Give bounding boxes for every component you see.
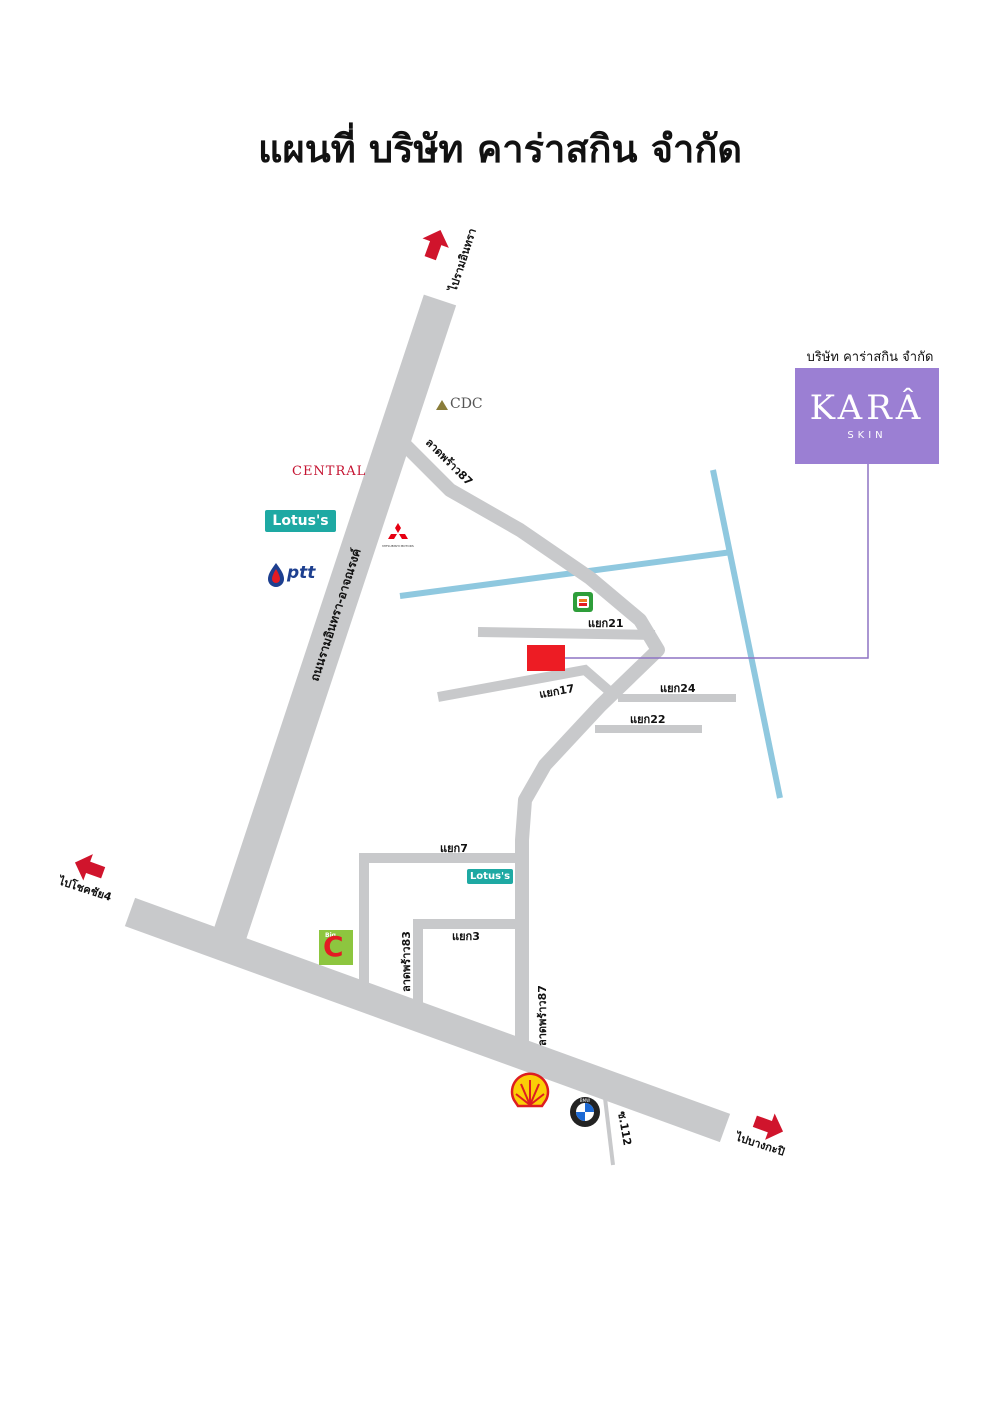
road-label-yaek7: แยก7 (440, 842, 468, 855)
cdc-logo: CDC (450, 396, 483, 412)
main-road-ladprao (124, 897, 731, 1143)
company-label: บริษัท คาร่าสกิน จำกัด (806, 350, 934, 365)
arrow-icon (74, 854, 106, 881)
mitsubishi-icon (388, 523, 408, 539)
canal-vertical (710, 469, 783, 799)
map-title: แผนที่ บริษัท คาร่าสกิน จำกัด (257, 127, 743, 171)
road-soi-112 (603, 1097, 615, 1166)
lotus-left-label: Lotus's (272, 513, 329, 529)
arrow-icon (752, 1113, 784, 1140)
target-marker-icon (527, 645, 565, 671)
road-label-yaek3: แยก3 (452, 930, 480, 943)
road-yaek7 (359, 853, 522, 990)
kara-logo-main: KARÂ (809, 388, 925, 428)
shell-icon (510, 1072, 550, 1108)
ptt-icon (268, 563, 284, 587)
lotus-mid-label: Lotus's (469, 871, 511, 882)
road-label-yaek21: แยก21 (588, 617, 624, 630)
road-label-yaek24: แยก24 (660, 682, 696, 695)
lotus-logo-left: Lotus's (265, 510, 336, 532)
direction-label-ramintra: ไปรามอินทรา (445, 226, 479, 294)
ptt-label: ptt (287, 563, 316, 583)
main-road-ramintra (211, 294, 457, 946)
seven-eleven-icon (573, 592, 593, 612)
road-label-yaek17: แยก17 (538, 682, 575, 701)
central-logo: CENTRAL (292, 464, 366, 479)
soi-ladprao87-road (400, 440, 665, 1048)
bigc-logo: Big C (319, 930, 353, 965)
road-yaek17 (437, 664, 619, 702)
bmw-label: BMW (580, 1098, 590, 1103)
company-connector-line (565, 464, 869, 659)
road-label-ladprao87-bottom: ลาดพร้าว87 (536, 985, 549, 1046)
bigc-label: Big (325, 932, 336, 939)
bigc-letter: C (323, 930, 344, 963)
direction-label-chokchai4: ไปโชคชัย4 (55, 873, 114, 904)
road-label-ladprao83: ลาดพร้าว83 (400, 931, 413, 992)
bmw-icon: BMW (570, 1097, 600, 1127)
road-yaek21 (477, 627, 656, 640)
road-label-soi-112: ซ.112 (615, 1110, 634, 1146)
cdc-label: CDC (450, 396, 483, 412)
lotus-logo-mid: Lotus's (467, 869, 513, 884)
mitsubishi-label: MITSUBISHI MOTORS (382, 544, 414, 548)
kara-logo-sub: SKIN (847, 430, 887, 441)
ptt-logo: ptt (287, 563, 315, 583)
canal-horizontal (399, 549, 733, 599)
arrow-icon (422, 229, 449, 261)
road-label-yaek22: แยก22 (630, 713, 666, 726)
kara-skin-logo: KARÂ SKIN (795, 368, 939, 464)
central-label: CENTRAL (292, 464, 367, 479)
road-yaek3 (413, 919, 522, 1010)
cdc-icon (436, 400, 448, 410)
